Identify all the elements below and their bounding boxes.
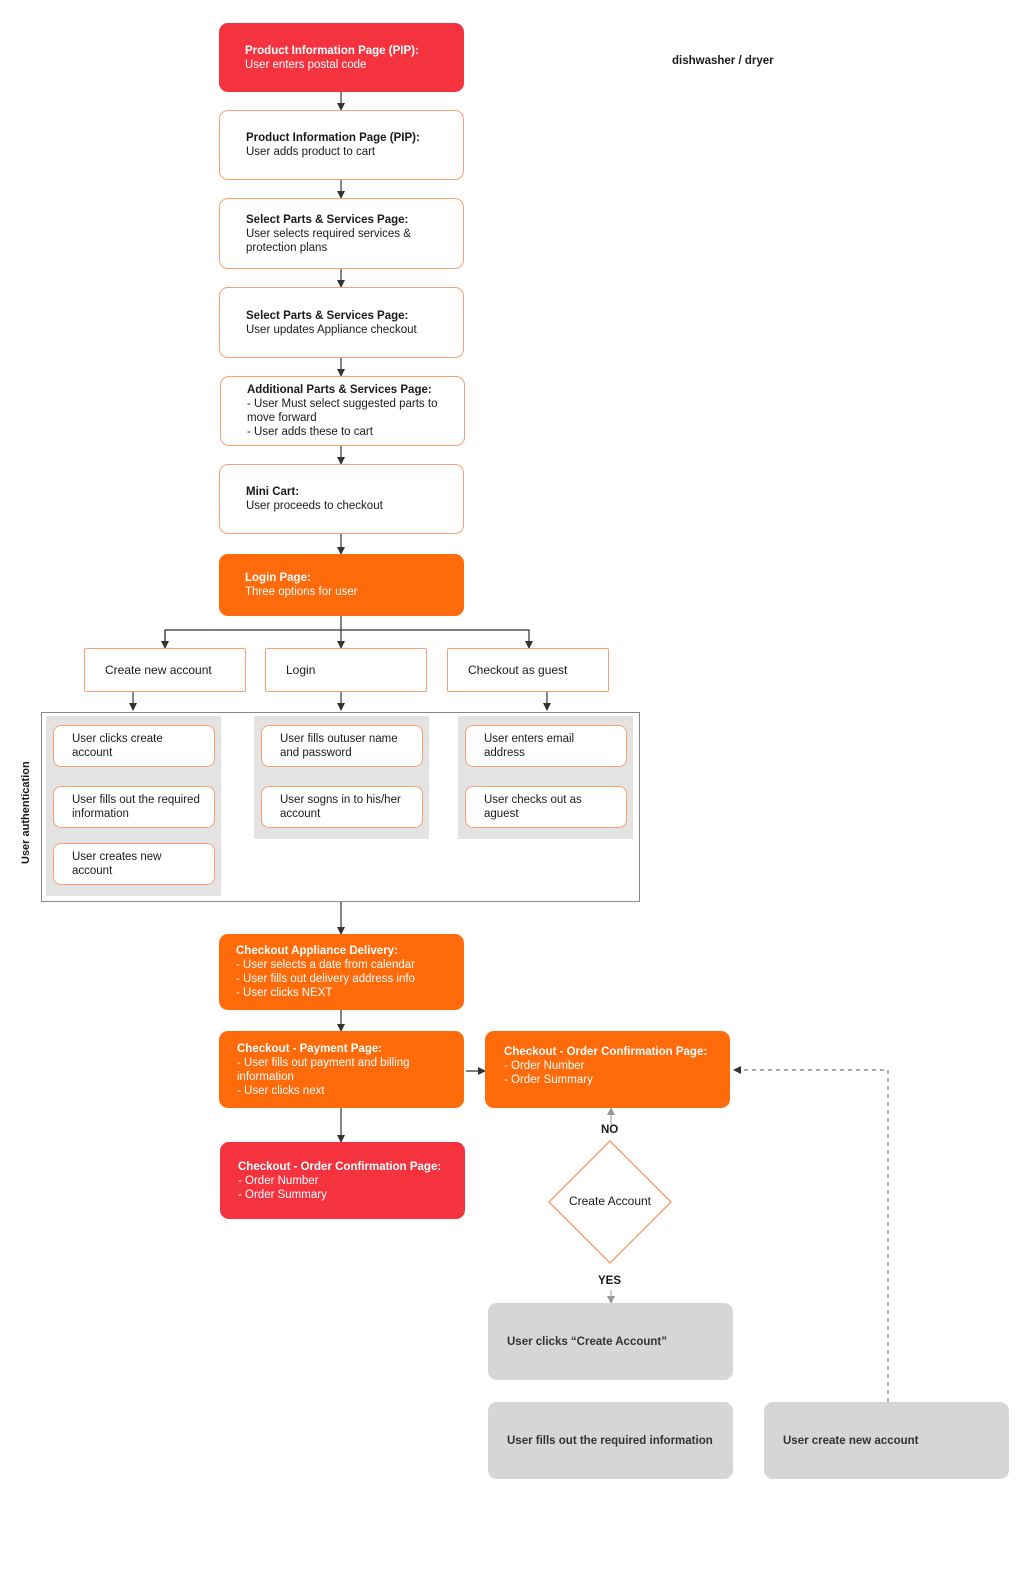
grey-step-create-account: User create new account [764, 1402, 1009, 1479]
step-body: User selects required services & protect… [246, 227, 411, 254]
grey-step-click-create: User clicks “Create Account” [488, 1303, 733, 1380]
grey-step-text: User clicks “Create Account” [507, 1335, 668, 1348]
step-login-page: Login Page: Three options for user [219, 554, 464, 616]
auth-create-3: User creates new account [53, 843, 215, 885]
step-delivery: Checkout Appliance Delivery: - User selec… [219, 934, 464, 1010]
decision-label: Create Account [568, 1194, 652, 1208]
corner-label: dishwasher / dryer [672, 55, 774, 67]
step-body: - User fills out payment and billing inf… [237, 1056, 410, 1097]
step-payment: Checkout - Payment Page:- User fills out… [219, 1031, 464, 1108]
side-label: User authentication [20, 761, 32, 864]
step-title: Login Page: [245, 572, 311, 584]
auth-login-2: User sogns in to his/her account [261, 786, 423, 828]
auth-guest-1: User enters email address [465, 725, 627, 767]
step-title: Select Parts & Services Page: [246, 309, 409, 322]
option-login: Login [265, 648, 427, 692]
step-pip-postal: Product Information Page (PIP):User ente… [219, 23, 464, 92]
auth-guest-2: User checks out as aguest [465, 786, 627, 828]
step-body: - Order Number - Order Summary [504, 1060, 593, 1086]
step-mini-cart: Mini Cart: User proceeds to checkout [219, 464, 464, 534]
option-create-account: Create new account [84, 648, 246, 692]
grey-step-text: User fills out the required information [507, 1434, 713, 1447]
decision-yes-label: YES [598, 1275, 622, 1287]
auth-group-border [41, 712, 640, 902]
step-update-checkout: Select Parts & Services Page:User update… [219, 287, 464, 358]
grey-step-fill-info: User fills out the required information [488, 1402, 733, 1479]
step-title: Checkout - Payment Page: [237, 1042, 383, 1055]
step-body: User enters postal code [245, 58, 367, 71]
auth-login-1: User fills outuser name and password [261, 725, 423, 767]
decision-no-label: NO [601, 1124, 619, 1136]
step-body: Three options for user [245, 586, 358, 598]
step-title: Checkout Appliance Delivery: [236, 945, 398, 957]
step-title: Select Parts & Services Page: [246, 213, 409, 226]
step-body: User proceeds to checkout [246, 500, 383, 512]
step-confirm-left: Checkout - Order Confirmation Page:- Ord… [220, 1142, 465, 1219]
step-title: Product Information Page (PIP): [245, 44, 419, 57]
step-title: Product Information Page (PIP): [246, 132, 420, 144]
step-additional-parts: Additional Parts & Services Page: - User … [220, 376, 465, 446]
step-pip-cart: Product Information Page (PIP): User adds… [219, 110, 464, 180]
step-confirm-right: Checkout - Order Confirmation Page: - Ord… [485, 1031, 730, 1108]
decision-diamond [547, 1139, 673, 1265]
grey-step-text: User create new account [783, 1434, 919, 1447]
step-body: - User selects a date from calendar - Us… [236, 959, 415, 999]
auth-create-2: User fills out the required information [53, 786, 215, 828]
step-body: - Order Number - Order Summary [238, 1174, 327, 1201]
option-guest: Checkout as guest [447, 648, 609, 692]
auth-create-1: User clicks create account [53, 725, 215, 767]
step-body: - User Must select suggested parts to mo… [247, 398, 438, 438]
step-title: Checkout - Order Confirmation Page: [238, 1160, 442, 1173]
step-select-services: Select Parts & Services Page:User select… [219, 198, 464, 269]
step-title: Mini Cart: [246, 486, 300, 498]
step-title: Checkout - Order Confirmation Page: [504, 1046, 708, 1058]
step-title: Additional Parts & Services Page: [247, 384, 432, 396]
step-body: User updates Appliance checkout [246, 323, 417, 336]
step-body: User adds product to cart [246, 146, 376, 158]
